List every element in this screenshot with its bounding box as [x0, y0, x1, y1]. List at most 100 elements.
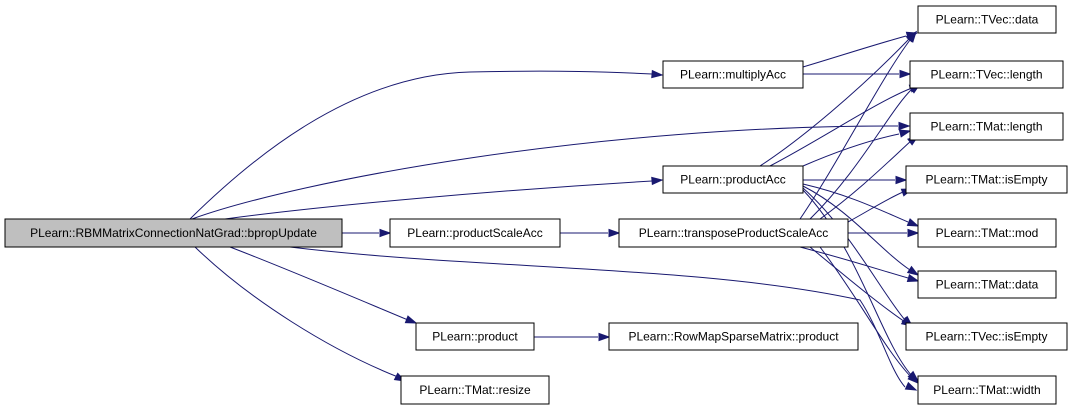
edge-productacc-tmatdata [802, 185, 920, 276]
node-row-map-product[interactable]: PLearn::RowMapSparseMatrix::product [608, 322, 859, 351]
node-tmat-length[interactable]: PLearn::TMat::length [909, 112, 1064, 141]
node-multiply-acc[interactable]: PLearn::multiplyAcc [662, 60, 804, 89]
node-box [917, 218, 1057, 248]
edge-productacc-tmatdata-line [802, 185, 911, 271]
edge-root-tmatwidth-line [289, 246, 906, 388]
node-tvec-data[interactable]: PLearn::TVec::data [917, 5, 1057, 34]
node-label: PLearn::TMat::width [933, 383, 1040, 397]
edge-productacc-tmatmod-arrowhead [906, 218, 920, 227]
edge-tpsa-tvecdata-arrowhead [906, 30, 917, 43]
node-tmat-data[interactable]: PLearn::TMat::data [917, 270, 1057, 299]
edge-productacc-tvecisempty-line [802, 187, 906, 321]
edge-productacc-tmatisempty [803, 175, 908, 185]
edge-productacc-tmatdata-arrowhead [906, 265, 920, 276]
edge-tpsa-tmatwidth-arrowhead [907, 372, 920, 385]
edge-tpsa-tvecisempty [809, 246, 914, 327]
edge-root-productscaleacc-arrowhead [379, 228, 392, 238]
node-tmat-mod[interactable]: PLearn::TMat::mod [917, 218, 1057, 248]
edge-root-tmatresize-line [194, 246, 399, 378]
node-label: PLearn::RBMMatrixConnectionNatGrad::bpro… [30, 226, 317, 240]
node-box [917, 375, 1057, 405]
edge-tpsa-tmatdata-arrowhead [906, 273, 920, 283]
edge-multiplyacc-tvecdata [802, 31, 919, 68]
node-label: PLearn::TMat::data [936, 278, 1039, 292]
node-label: PLearn::TVec::isEmpty [925, 330, 1047, 344]
node-tmat-is-empty[interactable]: PLearn::TMat::isEmpty [905, 165, 1068, 194]
edge-productacc-tvecdata [759, 30, 918, 167]
edge-root-product [229, 246, 418, 324]
edge-tpsa-tmatlength-line [819, 139, 913, 220]
edge-productacc-tmatlength-arrowhead [898, 129, 912, 138]
edge-tpsa-tmatisempty [847, 188, 914, 223]
edge-tpsa-tveclength [809, 83, 922, 220]
node-box [608, 322, 859, 351]
node-product-acc[interactable]: PLearn::productAcc [662, 165, 804, 194]
edge-productacc-tmatwidth-line [802, 189, 913, 377]
edge-tpsa-tvecisempty-line [809, 246, 906, 323]
edge-productscaleacc-transposeproductscaleacc-arrowhead [608, 228, 621, 238]
node-product[interactable]: PLearn::product [415, 322, 535, 351]
edge-root-product-arrowhead [404, 315, 418, 324]
edge-productacc-tmatisempty-arrowhead [895, 175, 908, 185]
node-box [905, 322, 1068, 351]
edge-root-product-line [229, 246, 409, 321]
edge-root-productacc-line [224, 180, 653, 220]
node-label: PLearn::RowMapSparseMatrix::product [628, 330, 839, 344]
node-label: PLearn::TMat::length [930, 120, 1042, 134]
node-box [389, 218, 561, 248]
edge-root-tmatresize [194, 246, 407, 382]
edge-tpsa-tvecdata [799, 30, 917, 220]
edge-productacc-tmatlength [802, 129, 912, 167]
node-box [905, 165, 1068, 194]
edge-multiplyacc-tveclength-arrowhead [899, 69, 912, 79]
node-product-scale-acc[interactable]: PLearn::productScaleAcc [389, 218, 561, 248]
node-label: PLearn::multiplyAcc [680, 68, 786, 82]
edge-productacc-tmatmod [802, 183, 920, 227]
edge-tpsa-tmatwidth-line [819, 246, 913, 379]
node-label: PLearn::TMat::mod [936, 226, 1039, 240]
node-box [662, 165, 804, 194]
node-label: PLearn::TMat::resize [419, 383, 531, 397]
edge-root-productacc-arrowhead [651, 176, 664, 186]
edge-productacc-tveclength-line [769, 87, 913, 167]
node-box [400, 375, 550, 405]
node-box [909, 112, 1064, 141]
edge-productacc-tmatlength-line [802, 133, 900, 167]
node-box [415, 322, 535, 351]
edge-root-tmatlength-arrowhead [898, 121, 911, 131]
edge-tpsa-tmatmod [848, 228, 920, 238]
node-label: PLearn::TVec::data [936, 13, 1039, 27]
edge-root-productscaleacc [342, 228, 392, 238]
node-tmat-resize[interactable]: PLearn::TMat::resize [400, 375, 550, 405]
node-tvec-is-empty[interactable]: PLearn::TVec::isEmpty [905, 322, 1068, 351]
node-box [662, 60, 804, 89]
node-tmat-width[interactable]: PLearn::TMat::width [917, 375, 1057, 405]
edge-root-productacc [224, 176, 664, 220]
node-tvec-length[interactable]: PLearn::TVec::length [909, 60, 1064, 89]
node-label: PLearn::transposeProductScaleAcc [639, 226, 828, 240]
node-box [917, 270, 1057, 299]
edge-tpsa-tvecdata-line [799, 39, 911, 220]
node-box [909, 60, 1064, 89]
node-box [917, 5, 1057, 34]
edge-product-rowmapproduct [534, 332, 611, 342]
edge-tpsa-tmatmod-arrowhead [907, 228, 920, 238]
node-box [4, 218, 343, 248]
edge-productacc-tvecdata-line [759, 37, 911, 167]
node-label: PLearn::product [432, 330, 518, 344]
edge-root-tmatwidth [289, 246, 918, 391]
edge-root-tmatwidth-arrowhead [904, 381, 918, 391]
edge-tpsa-tmatwidth [819, 246, 920, 385]
edge-tpsa-tmatisempty-line [847, 191, 904, 223]
node-label: PLearn::TMat::isEmpty [925, 173, 1047, 187]
edge-multiplyacc-tveclength [803, 69, 912, 79]
node-label: PLearn::productScaleAcc [407, 226, 542, 240]
node-label: PLearn::TVec::length [930, 68, 1042, 82]
node-transpose-product-scale-acc[interactable]: PLearn::transposeProductScaleAcc [618, 218, 849, 248]
edge-product-rowmapproduct-arrowhead [598, 332, 611, 342]
edge-root-multiplyacc-line [189, 70, 653, 220]
node-label: PLearn::productAcc [680, 173, 785, 187]
edge-root-multiplyacc [189, 69, 664, 220]
edge-root-tmatlength-line [191, 125, 899, 220]
